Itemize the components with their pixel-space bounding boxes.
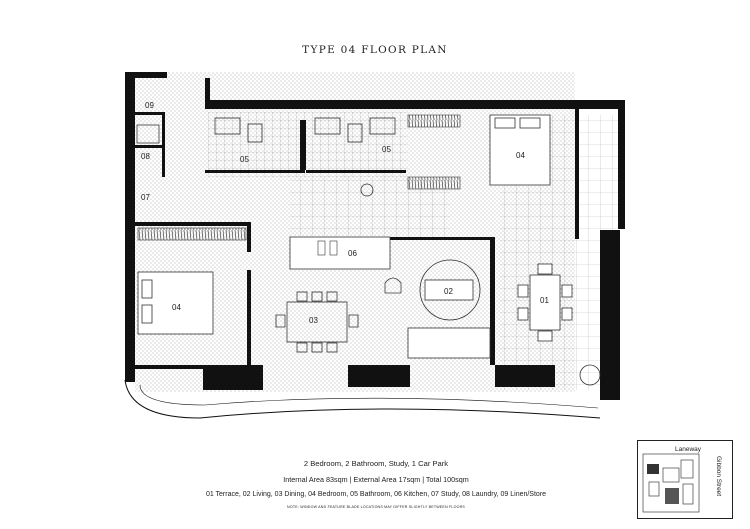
room-label-05-left: 05 <box>240 155 249 164</box>
laneway-label: Laneway <box>675 446 702 453</box>
room-label-05-right: 05 <box>382 145 391 154</box>
beds <box>137 114 551 335</box>
balcony-edge <box>124 379 601 419</box>
wardrobes <box>137 114 461 241</box>
room-label-09: 09 <box>145 101 154 110</box>
room-label-07: 07 <box>141 193 150 202</box>
room-label-08: 08 <box>141 152 150 161</box>
key-plan: Laneway Gibbon Street <box>637 440 733 519</box>
area-summary: Internal Area 83sqm | External Area 17sq… <box>283 475 469 484</box>
room-label-04-right: 04 <box>516 151 525 160</box>
kitchen-island <box>289 183 391 270</box>
room-label-03: 03 <box>309 316 318 325</box>
dining-set <box>275 291 359 353</box>
bathroom-fixtures <box>136 117 396 144</box>
room-label-04-left: 04 <box>172 303 181 312</box>
terrace-table <box>517 263 601 386</box>
apartment-summary: 2 Bedroom, 2 Bathroom, Study, 1 Car Park <box>303 459 449 468</box>
living-furniture <box>384 259 491 359</box>
balcony-edge-inner <box>139 384 599 409</box>
street-label: Gibbon Street <box>715 456 722 496</box>
walls <box>125 72 625 400</box>
plan-title: TYPE 04 FLOOR PLAN <box>302 44 448 56</box>
plan-note: NOTE: WINDOW AND FEATURE BLADE LOCATIONS… <box>287 505 465 509</box>
room-label-01: 01 <box>540 296 549 305</box>
room-label-02: 02 <box>444 287 453 296</box>
room-legend: 01 Terrace, 02 Living, 03 Dining, 04 Bed… <box>205 491 547 498</box>
room-label-06: 06 <box>348 249 357 258</box>
